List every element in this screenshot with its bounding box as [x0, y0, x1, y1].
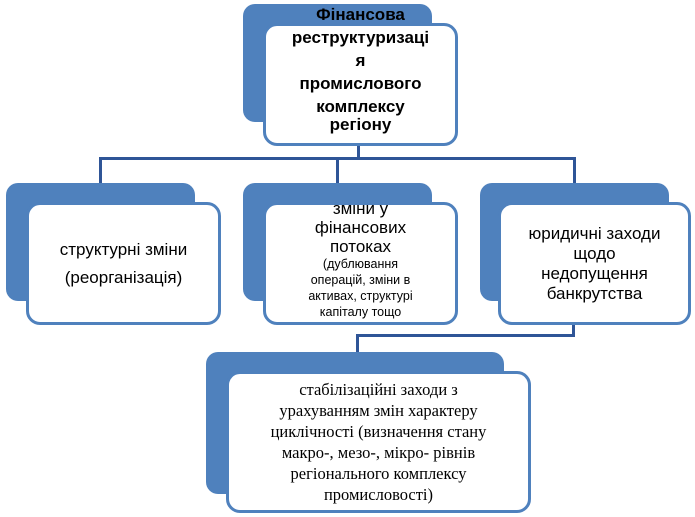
- connector-bottom-horizontal: [356, 334, 575, 337]
- bottom-node-line-1: стабілізаційні заходи з: [299, 380, 458, 399]
- bottom-node-line-3: циклічності (визначення стану: [270, 422, 487, 441]
- middle-node-note-4: капіталу тощо: [319, 305, 402, 319]
- top-node-line-3: я: [355, 51, 366, 70]
- top-node: Фінансова реструктуризаці я промислового…: [263, 5, 458, 146]
- bottom-node-line-2: урахуванням змін характеру: [279, 401, 478, 420]
- bottom-node-line-4: макро-, мезо-, мікро- рівнів: [281, 443, 476, 462]
- left-node-line-1: структурні зміни: [59, 239, 188, 259]
- connector-right-drop: [573, 157, 576, 183]
- bottom-node-line-6: промисловості): [323, 485, 434, 504]
- top-node-line-2: реструктуризаці: [291, 28, 430, 47]
- right-node-line-2: щодо: [573, 243, 616, 263]
- connector-bottom-vertical: [572, 320, 575, 336]
- right-node-line-1: юридичні заходи: [528, 223, 661, 243]
- connector-left-drop: [99, 157, 102, 183]
- left-node-line-2: (реорганізація): [64, 267, 183, 287]
- right-node-line-3: недопущення: [541, 263, 648, 283]
- middle-node: зміни у фінансових потоках (дублювання о…: [263, 202, 458, 325]
- right-node: юридичні заходи щодо недопущення банкрут…: [498, 202, 691, 325]
- top-node-line-4: промислового: [299, 74, 422, 93]
- connector-bottom-drop: [356, 334, 359, 352]
- middle-node-note-3: активах, структурі: [308, 289, 413, 303]
- middle-node-note-1: (дублювання: [322, 257, 399, 271]
- middle-node-note-2: операцій, зміни в: [310, 273, 411, 287]
- middle-node-line-3: потоках: [329, 237, 392, 256]
- middle-node-line-1: зміни у: [332, 202, 389, 218]
- middle-node-line-2: фінансових: [314, 218, 407, 237]
- bottom-node: стабілізаційні заходи з урахуванням змін…: [226, 371, 531, 513]
- bottom-node-line-5: регіонального комплексу: [290, 464, 467, 483]
- connector-middle-drop: [336, 157, 339, 183]
- top-node-line-5: комплексу: [316, 97, 405, 116]
- connector-top-stem: [357, 140, 360, 158]
- top-node-line-6: регіону: [329, 115, 392, 134]
- left-node: структурні зміни (реорганізація): [26, 202, 221, 325]
- top-node-line-1: Фінансова: [316, 5, 405, 24]
- right-node-line-4: банкрутства: [546, 283, 643, 303]
